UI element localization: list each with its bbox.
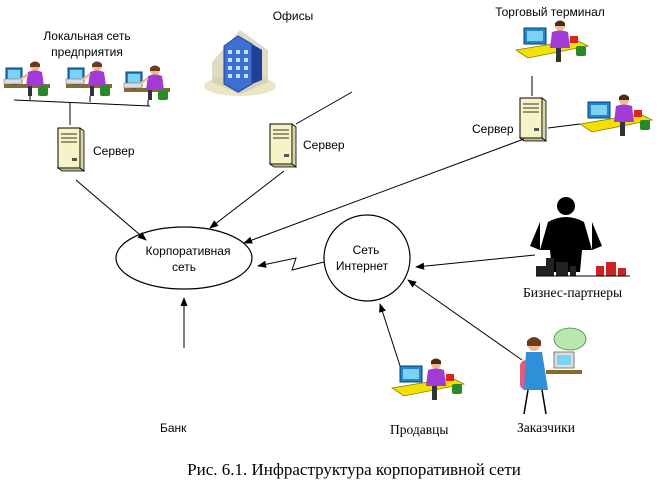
lan-workstation-icon <box>2 60 172 102</box>
bank-label: Банк <box>160 421 187 435</box>
internet-label-line1: Сеть <box>353 243 380 257</box>
sellers-label: Продавцы <box>390 422 448 437</box>
server-label-middle: Сервер <box>303 138 345 152</box>
customers-label: Заказчики <box>517 420 575 435</box>
corporate-network-node <box>115 226 253 290</box>
internet-label-line2: Интернет <box>336 259 389 273</box>
corp-label-line1: Корпоративная <box>146 244 231 258</box>
terminal-clerk-bottom-icon <box>579 94 653 137</box>
lan-label-line1: Локальная сеть <box>43 29 130 43</box>
lan-label-line2: предприятия <box>51 45 123 59</box>
server-label-right: Сервер <box>472 122 514 136</box>
corp-label-line2: сеть <box>172 260 196 274</box>
server-left-icon <box>57 127 85 172</box>
office-building-icon <box>204 30 276 96</box>
lan-bus <box>13 96 151 125</box>
customer-icon <box>520 327 587 415</box>
terminal-links <box>531 76 581 129</box>
terminal-clerk-top-icon <box>515 20 589 63</box>
offices-label: Офисы <box>273 9 314 23</box>
server-label-left: Сервер <box>93 144 135 158</box>
seller-icon <box>391 358 465 401</box>
business-partner-icon <box>530 197 630 277</box>
figure-caption: Рис. 6.1. Инфраструктура корпоративной с… <box>187 460 521 479</box>
internet-node <box>323 214 411 302</box>
server-right-icon <box>519 97 547 142</box>
server-middle-icon <box>269 123 297 168</box>
office-link <box>295 91 353 125</box>
terminal-label: Торговый терминал <box>495 5 605 19</box>
partners-label: Бизнес-партнеры <box>523 285 622 300</box>
connection-arrows <box>75 138 536 373</box>
